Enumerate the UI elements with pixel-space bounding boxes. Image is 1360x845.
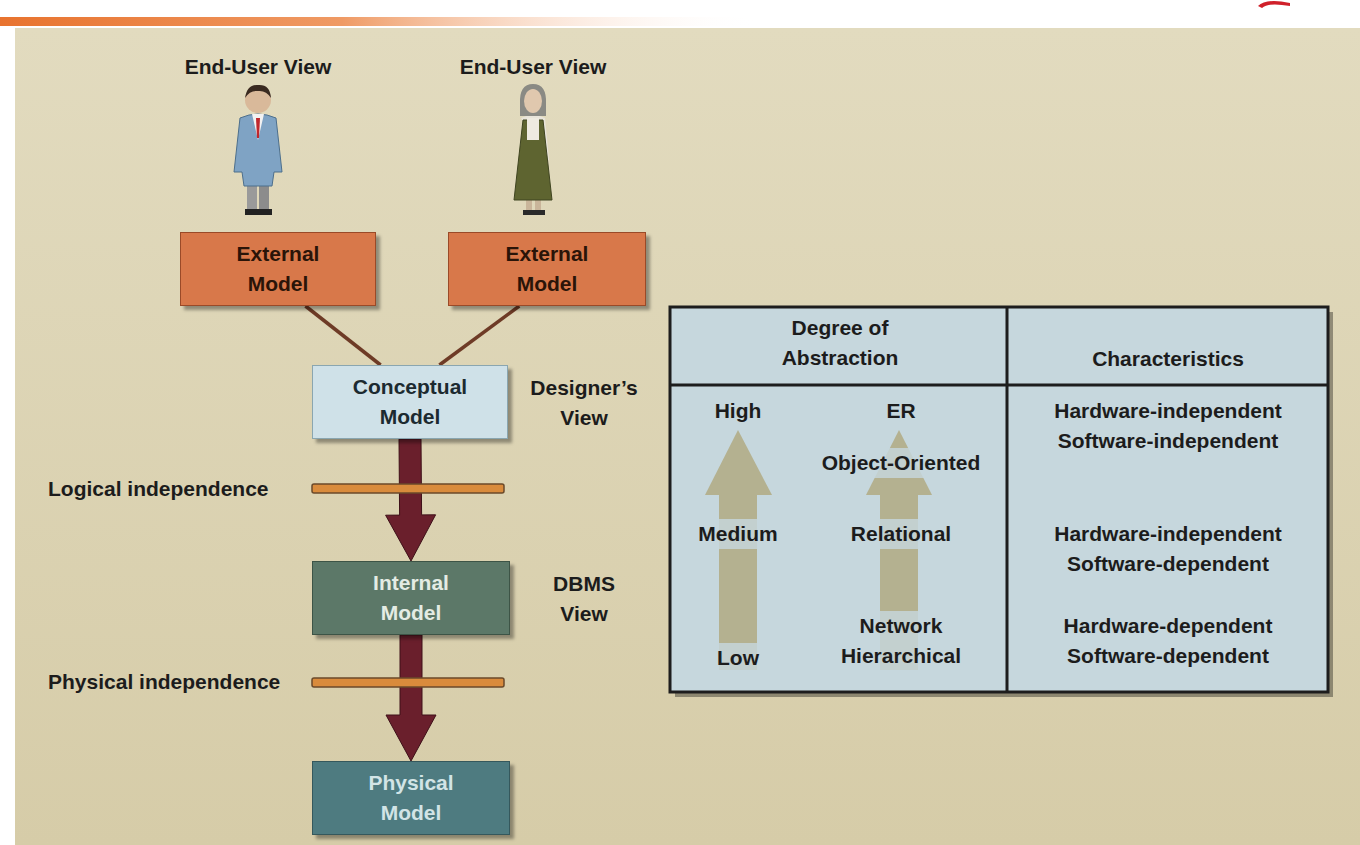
text-label: Hardware-independent Software-independen… <box>1018 396 1318 456</box>
text-label: Hardware-dependent Software-dependent <box>1018 611 1318 671</box>
box-label: Conceptual Model <box>345 372 475 432</box>
table-divider <box>670 384 1328 387</box>
text-label: Degree of Abstraction <box>755 313 925 373</box>
text-label: Designer’s View <box>519 373 649 433</box>
text-label: Medium <box>694 519 781 549</box>
flow-arrow <box>386 439 436 561</box>
connector-line <box>439 306 519 365</box>
text-label: Logical independence <box>48 474 269 504</box>
abstraction-arrow <box>705 430 772 495</box>
text-label: High <box>715 396 762 426</box>
box-label: External Model <box>487 239 607 299</box>
model-box: Internal Model <box>312 561 510 635</box>
box-label: Internal Model <box>356 568 466 628</box>
connector-stroke <box>305 306 380 365</box>
flow-arrow-body <box>386 439 436 561</box>
model-box: External Model <box>448 232 646 306</box>
text-label: End-User View <box>185 52 332 82</box>
box-label: Physical Model <box>356 768 466 828</box>
text-label: Physical independence <box>48 667 280 697</box>
text-label: Low <box>713 643 763 673</box>
text-label: ER <box>886 396 915 426</box>
abstraction-table <box>670 307 1328 692</box>
connector-stroke <box>439 306 519 365</box>
connector-line <box>305 306 380 365</box>
table-divider <box>1006 307 1009 692</box>
slide-ground <box>15 28 1360 845</box>
flow-arrow <box>386 635 436 761</box>
independence-bar <box>312 678 504 687</box>
model-box: Physical Model <box>312 761 510 835</box>
text-label: Object-Oriented <box>818 448 985 478</box>
text-label: Relational <box>847 519 955 549</box>
text-label: Hardware-independent Software-dependent <box>1018 519 1318 579</box>
text-label: Characteristics <box>1092 344 1244 374</box>
text-label: DBMS View <box>529 569 639 629</box>
text-label: End-User View <box>460 52 607 82</box>
independence-bar <box>312 484 504 493</box>
box-label: External Model <box>218 239 338 299</box>
model-box: External Model <box>180 232 376 306</box>
model-box: Conceptual Model <box>312 365 508 439</box>
text-label: Network Hierarchical <box>826 611 976 671</box>
flow-arrow-body <box>386 635 436 761</box>
woman-figure <box>514 84 552 215</box>
logo-fragment <box>1258 1 1290 8</box>
header-stripe <box>0 17 760 26</box>
man-figure <box>234 85 282 215</box>
